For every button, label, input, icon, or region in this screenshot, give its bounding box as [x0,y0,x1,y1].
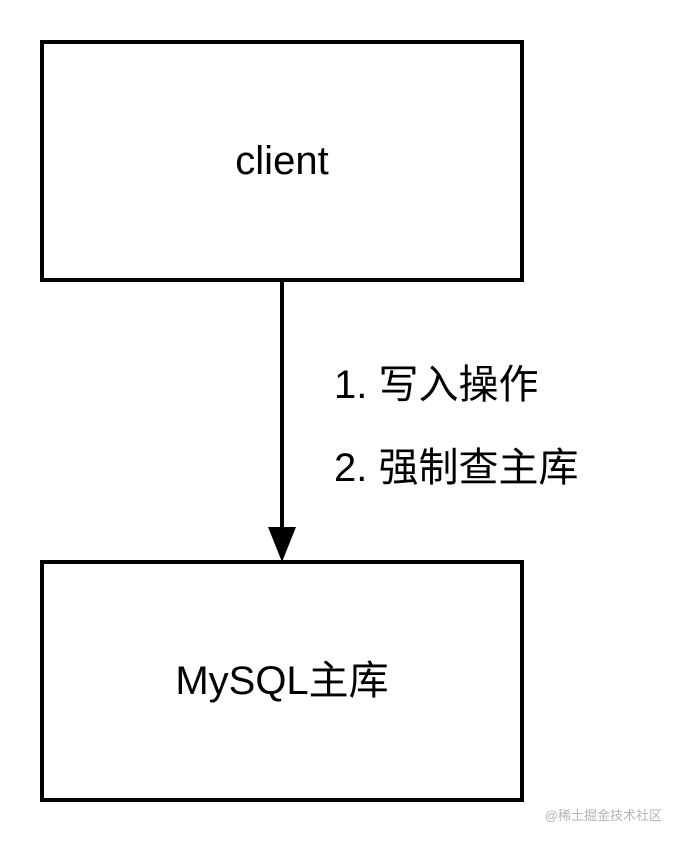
watermark: @稀土掘金技术社区 [544,808,662,823]
client-to-mysql-arrowhead [268,527,296,562]
edge-label-write-operation: 1. 写入操作 [334,363,539,407]
edge-label-force-query-primary: 2. 强制查主库 [334,446,579,490]
client-node: client [40,40,524,282]
mysql-primary-node-label: MySQL主库 [175,659,389,703]
mysql-primary-node: MySQL主库 [40,560,524,802]
client-node-label: client [235,139,329,183]
